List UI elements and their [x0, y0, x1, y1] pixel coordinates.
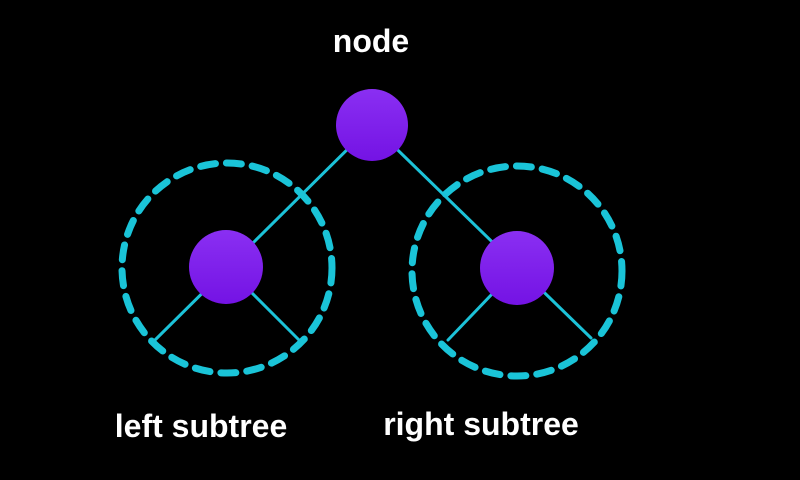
left-subtree-dashed-circle	[118, 159, 336, 377]
root-node-circle	[336, 89, 408, 161]
right-subtree-dashed-circle	[408, 162, 626, 380]
edge-root-to-left-subtree	[151, 123, 374, 344]
right-subtree-label: right subtree	[383, 406, 579, 442]
root-node-label: node	[333, 23, 409, 59]
left-subtree-node-circle	[189, 230, 263, 304]
subtree-boundaries	[118, 159, 626, 380]
tree-edges	[151, 123, 593, 344]
right-subtree-node-circle	[480, 231, 554, 305]
tree-nodes	[189, 89, 554, 305]
edge-root-to-right-subtree	[370, 123, 593, 340]
left-subtree-label: left subtree	[115, 408, 287, 444]
diagram-labels: node left subtree right subtree	[115, 23, 579, 444]
